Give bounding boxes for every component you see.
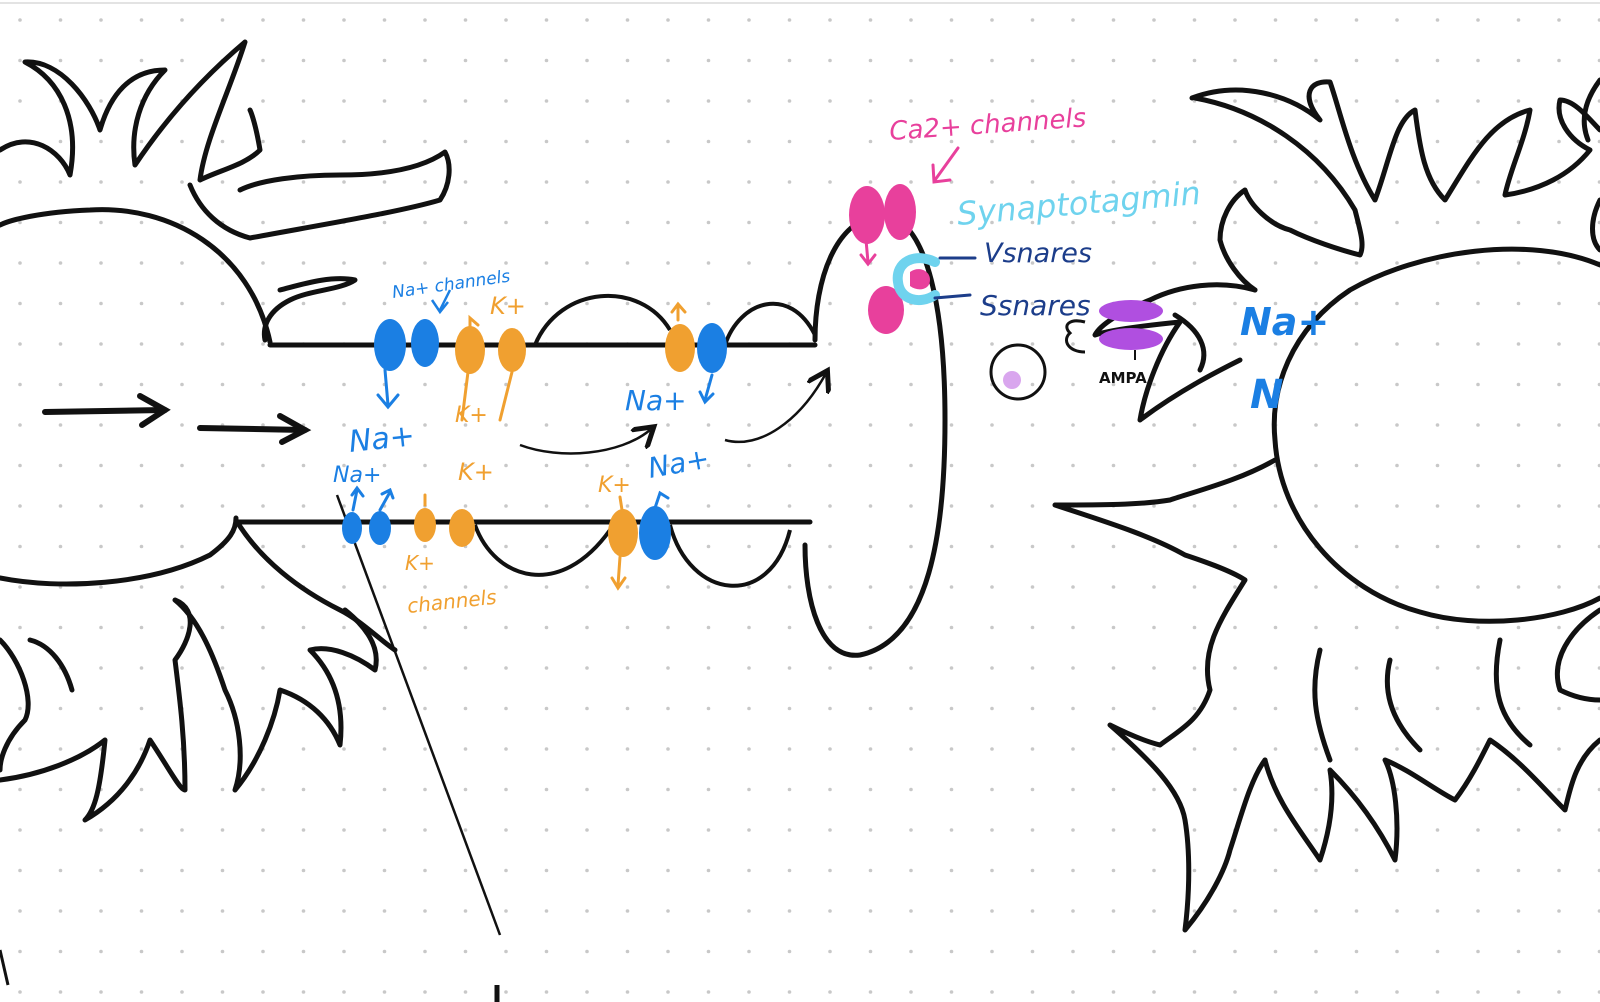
label-k-plus-mid: K+ bbox=[455, 403, 488, 428]
label-ampa: AMPA bbox=[1099, 369, 1147, 387]
label-na-plus-mid: Na+ bbox=[625, 384, 687, 417]
postsynaptic-soma bbox=[1271, 246, 1600, 624]
label-k-plus-right: K+ bbox=[598, 473, 631, 498]
annotation-line bbox=[335, 494, 502, 936]
label-k-plus-low: K+ bbox=[458, 458, 494, 486]
postsynaptic-neuron bbox=[1052, 77, 1600, 933]
potassium-channels-top bbox=[455, 324, 695, 374]
presynaptic-dendrites-bottom bbox=[0, 597, 379, 823]
synaptic-vesicle bbox=[989, 343, 1047, 401]
label-k-plus-top: K+ bbox=[490, 292, 526, 320]
signal-direction-arrows bbox=[42, 393, 312, 445]
label-ssnares: Ssnares bbox=[980, 289, 1091, 322]
presynaptic-soma bbox=[0, 207, 273, 587]
label-na-plus-post: Na+ bbox=[1240, 300, 1329, 344]
sodium-channels-bottom bbox=[342, 506, 671, 560]
sodium-channels-top bbox=[374, 319, 727, 373]
label-na-plus-left-low: Na+ bbox=[333, 463, 381, 488]
label-vsnares: Vsnares bbox=[984, 238, 1092, 269]
potassium-channels-bottom bbox=[414, 508, 638, 557]
label-n-post: N bbox=[1250, 372, 1283, 418]
calcium-channels bbox=[849, 184, 916, 334]
label-k-plus-bottom: K+ bbox=[405, 551, 435, 575]
presynaptic-dendrites-top bbox=[0, 39, 263, 183]
label-na-plus-left: Na+ bbox=[347, 418, 416, 460]
myelin-sheath bbox=[473, 293, 817, 588]
synaptotagmin-shape bbox=[892, 253, 940, 306]
ampa-receptors bbox=[1099, 300, 1163, 350]
presynaptic-neuron bbox=[0, 39, 452, 823]
